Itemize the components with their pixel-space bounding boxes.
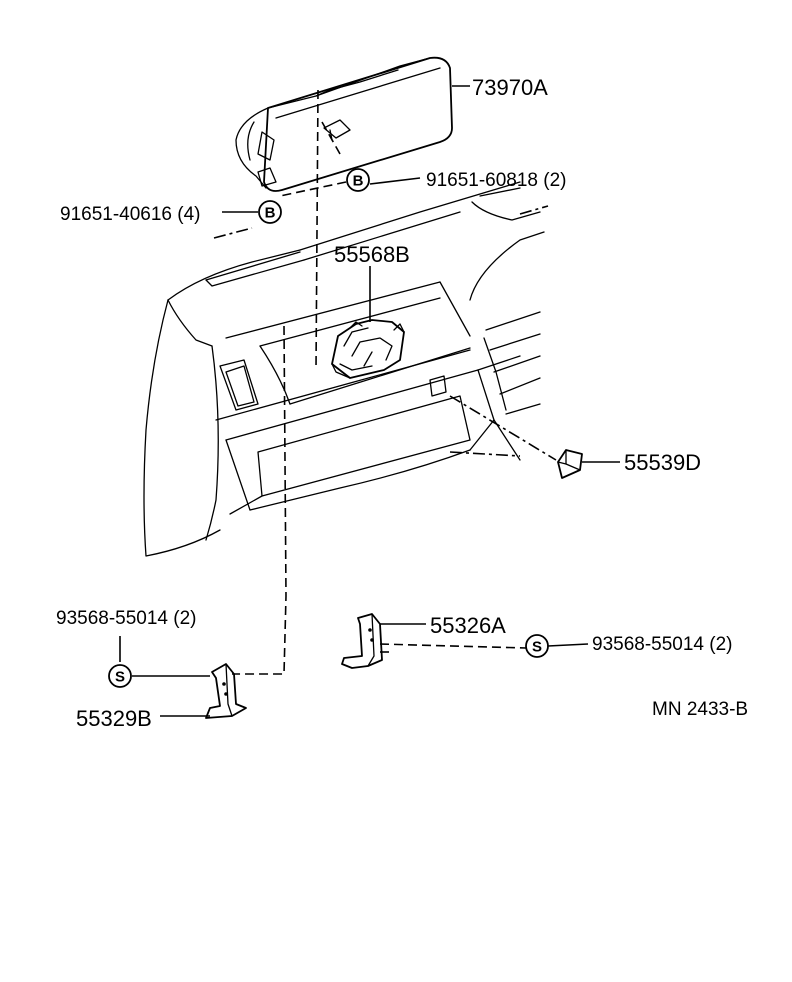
label-bolt-b-left: 91651-40616 (4) bbox=[60, 204, 201, 225]
fastener-b-right: B bbox=[346, 168, 370, 192]
label-glove-box-housing: 55568B bbox=[334, 242, 410, 267]
drawing-code: MN 2433-B bbox=[652, 699, 748, 720]
instrument-panel-drawing bbox=[143, 181, 545, 557]
glove-box-door-drawing bbox=[235, 56, 453, 192]
fastener-b-left: B bbox=[258, 200, 282, 224]
striker-drawing bbox=[557, 449, 583, 479]
label-bracket-right: 55326A bbox=[430, 613, 506, 638]
label-bracket-left: 55329B bbox=[76, 706, 152, 731]
leader-lines bbox=[119, 85, 620, 717]
fastener-b-right-code: B bbox=[353, 173, 364, 190]
label-striker: 55539D bbox=[624, 450, 701, 475]
fastener-b-left-code: B bbox=[265, 205, 276, 222]
fastener-s-left: S bbox=[108, 664, 132, 688]
label-glove-box-door: 73970A bbox=[472, 75, 548, 100]
glove-box-housing-drawing bbox=[331, 319, 405, 379]
fastener-s-right: S bbox=[525, 634, 549, 658]
label-screw-s-right: 93568-55014 (2) bbox=[592, 634, 733, 655]
fastener-s-right-code: S bbox=[532, 639, 542, 656]
assembly-lines bbox=[213, 89, 557, 675]
label-bolt-b-right: 91651-60818 (2) bbox=[426, 170, 567, 191]
bracket-left-drawing bbox=[205, 663, 247, 719]
label-screw-s-left: 93568-55014 (2) bbox=[56, 608, 197, 629]
bracket-right-drawing bbox=[341, 613, 383, 669]
fastener-s-left-code: S bbox=[115, 669, 125, 686]
